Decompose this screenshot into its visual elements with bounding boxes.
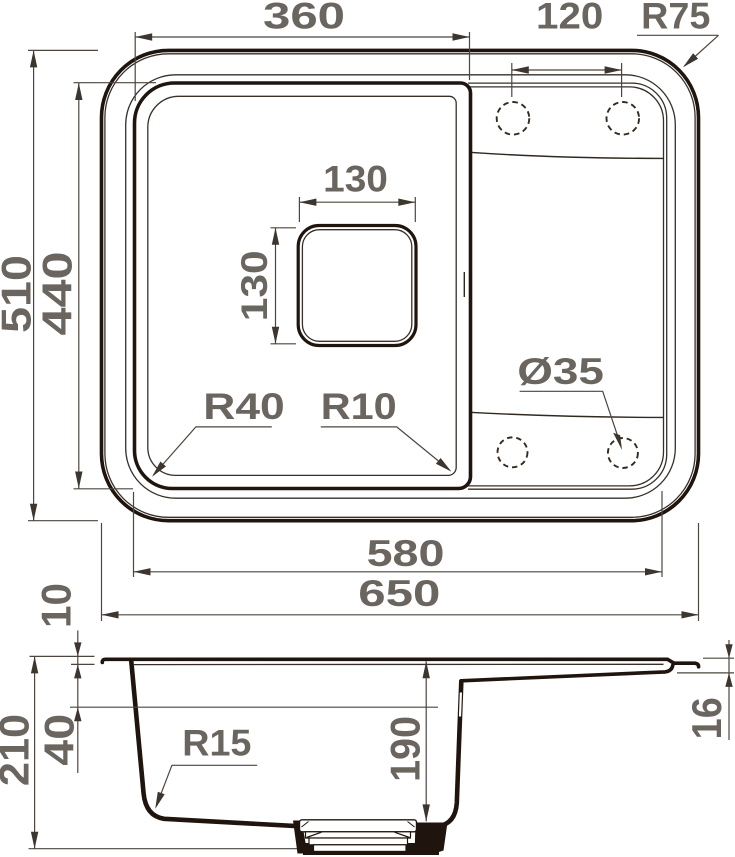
- svg-text:440: 440: [33, 251, 80, 335]
- svg-text:210: 210: [0, 714, 38, 786]
- svg-text:650: 650: [358, 574, 440, 615]
- svg-text:10: 10: [33, 583, 80, 628]
- svg-text:580: 580: [367, 532, 445, 573]
- svg-text:510: 510: [0, 255, 40, 333]
- svg-text:130: 130: [323, 159, 388, 200]
- svg-text:R10: R10: [321, 386, 397, 427]
- svg-text:Ø35: Ø35: [517, 350, 604, 392]
- svg-text:R75: R75: [641, 0, 710, 36]
- svg-text:120: 120: [536, 0, 603, 37]
- svg-text:16: 16: [684, 697, 730, 739]
- svg-text:130: 130: [235, 250, 276, 321]
- svg-text:40: 40: [37, 714, 83, 766]
- svg-text:190: 190: [381, 716, 428, 782]
- svg-text:R15: R15: [182, 722, 251, 764]
- svg-text:360: 360: [263, 0, 345, 37]
- svg-text:R40: R40: [203, 385, 284, 427]
